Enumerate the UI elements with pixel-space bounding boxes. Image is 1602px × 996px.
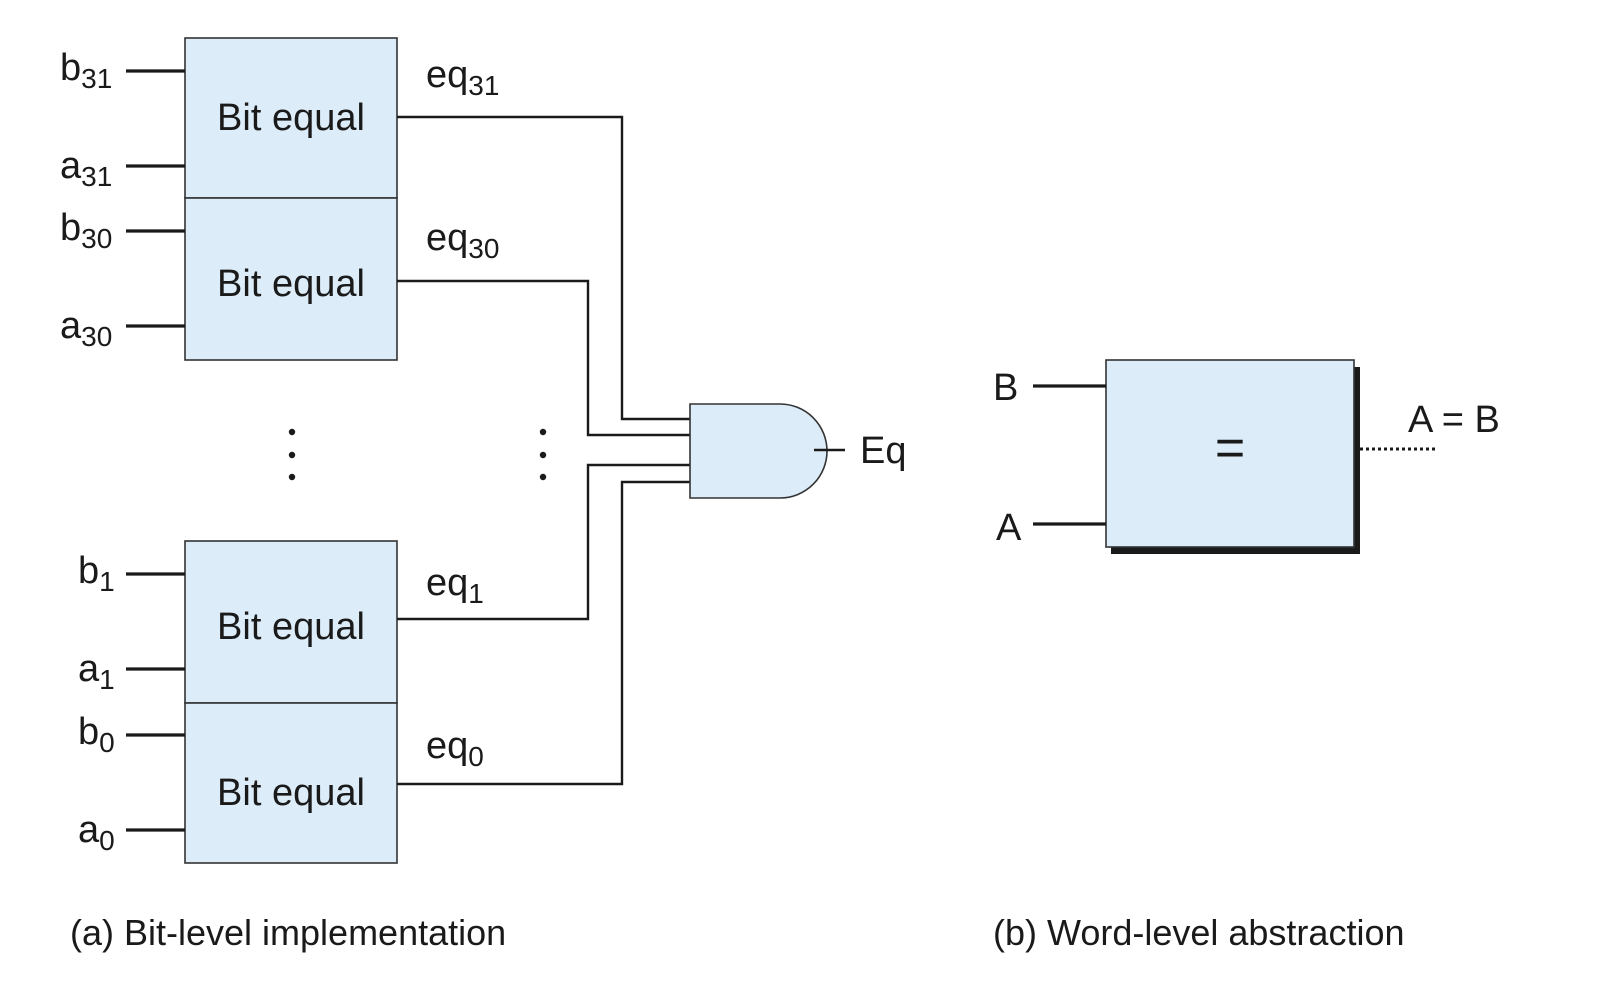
- and-output-label: Eq: [860, 430, 906, 472]
- input-label-a1: a1: [78, 648, 115, 695]
- wire-eq1: [397, 463, 690, 621]
- bit-level-implementation: Bit equal Bit equal Bit equal Bit equal …: [60, 37, 906, 953]
- output-label-eq1: eq1: [426, 562, 484, 609]
- bit-equal-label-30: Bit equal: [217, 263, 365, 305]
- input-label-a0: a0: [78, 809, 115, 856]
- output-label-eq0: eq0: [426, 725, 484, 772]
- input-label-B: B: [993, 367, 1018, 409]
- input-label-a31: a31: [60, 145, 112, 192]
- caption-a: (a) Bit-level implementation: [70, 912, 506, 953]
- bit-equal-label-0: Bit equal: [217, 772, 365, 814]
- comparator-box: [1105, 359, 1355, 548]
- wire-eq31: [397, 115, 690, 421]
- ellipsis-wires: [539, 428, 547, 481]
- bit-equal-label-31: Bit equal: [217, 97, 365, 139]
- input-label-b0: b0: [78, 711, 115, 758]
- bit-equal-box-31: [184, 37, 398, 199]
- bit-equal-label-1: Bit equal: [217, 606, 365, 648]
- input-label-a30: a30: [60, 305, 112, 352]
- bit-equal-box-30: [184, 197, 398, 361]
- bit-equal-box-1: [184, 540, 398, 704]
- output-label-eq30: eq30: [426, 217, 499, 264]
- output-label-eq31: eq31: [426, 54, 499, 101]
- wire-eq30: [397, 279, 690, 437]
- input-label-A: A: [996, 507, 1022, 549]
- input-label-b30: b30: [60, 207, 112, 254]
- and-gate: [689, 403, 828, 499]
- word-level-abstraction: = B A A = B (b) Word-level abstraction: [993, 359, 1500, 953]
- input-label-b1: b1: [78, 550, 115, 597]
- input-label-b31: b31: [60, 47, 112, 94]
- output-label: A = B: [1408, 399, 1500, 441]
- bit-equal-box-0: [184, 702, 398, 864]
- comparator-symbol: =: [1215, 419, 1245, 477]
- ellipsis-cells: [288, 428, 296, 481]
- wire-eq0: [397, 480, 690, 786]
- caption-b: (b) Word-level abstraction: [993, 912, 1405, 953]
